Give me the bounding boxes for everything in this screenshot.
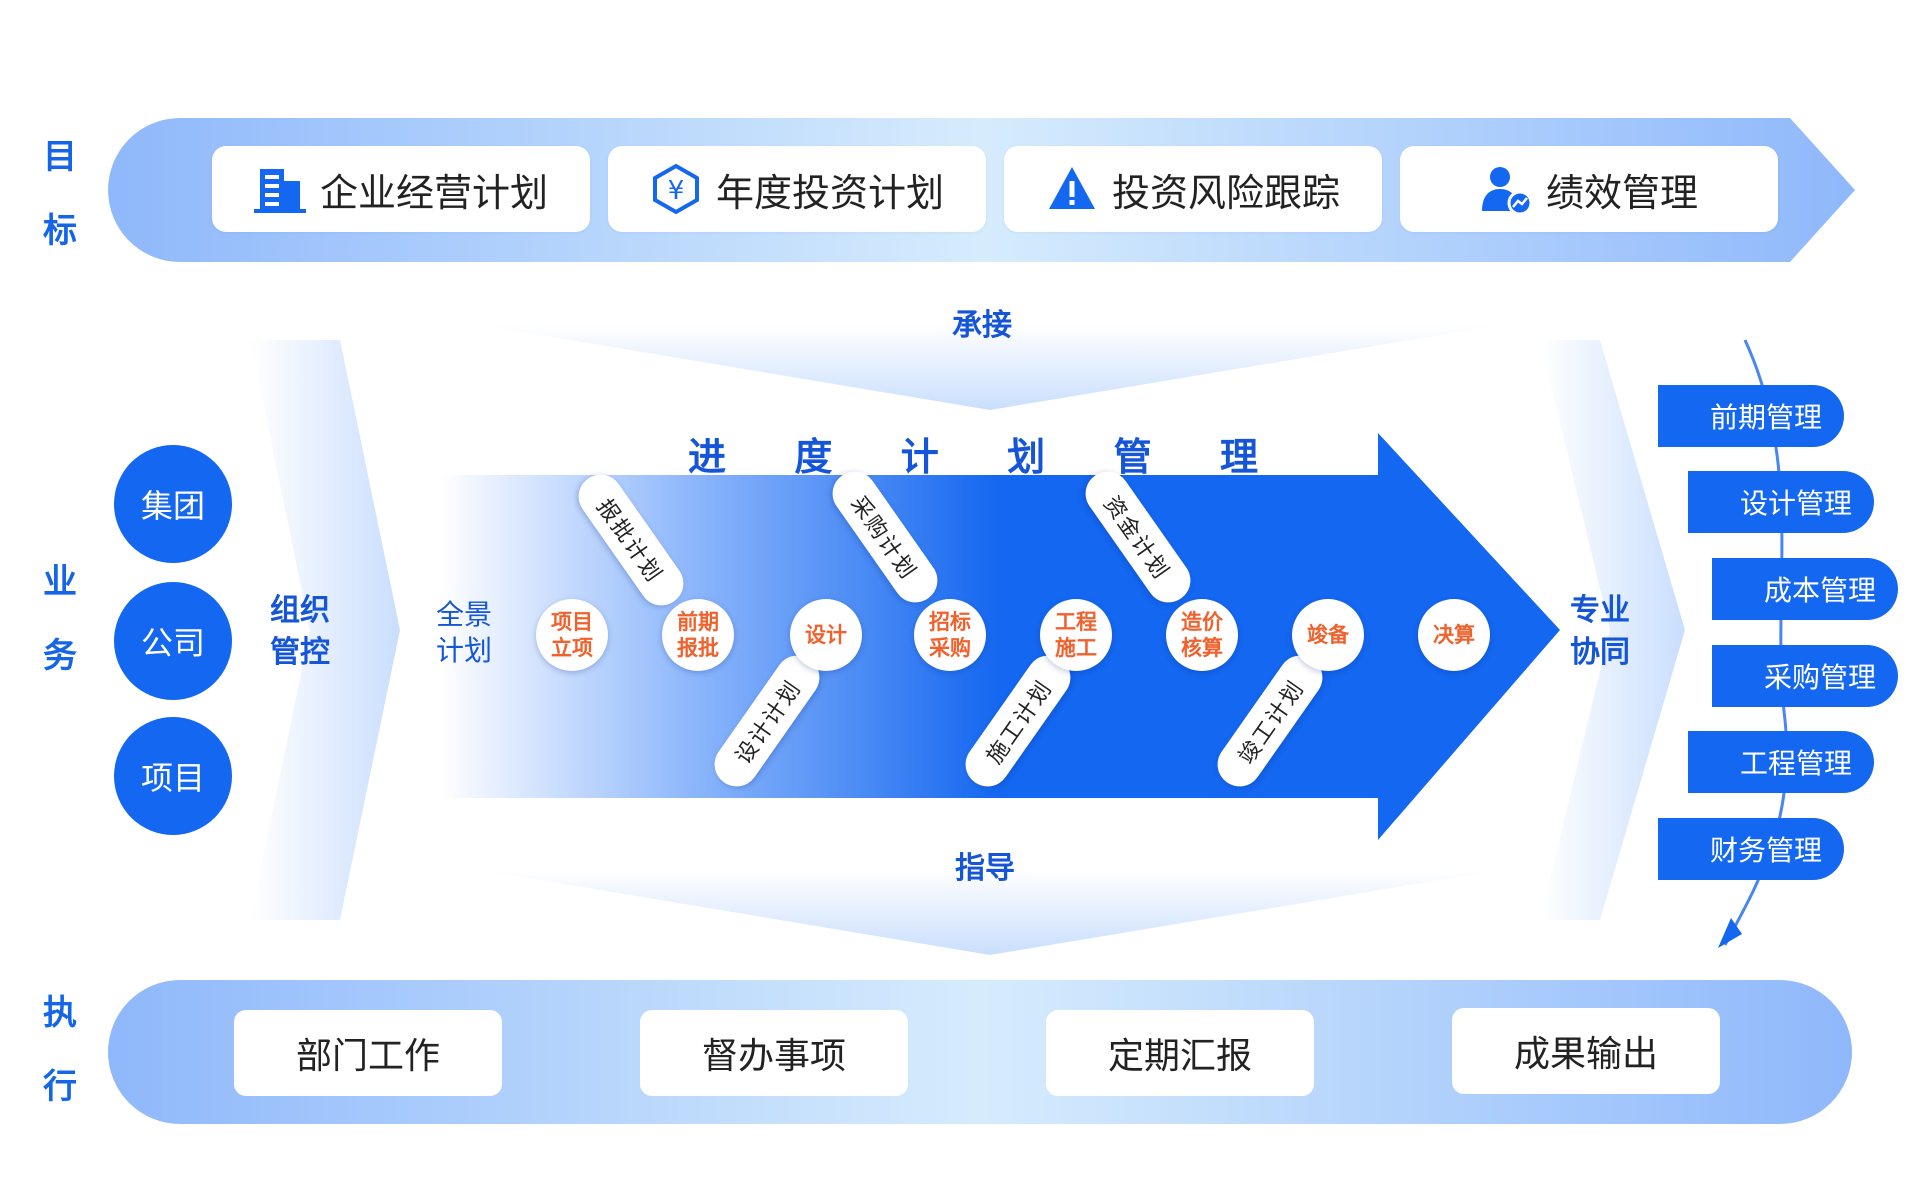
process-title-char: 计 <box>900 435 939 479</box>
exec-card-output[interactable]: 成果输出 <box>1452 1008 1720 1094</box>
inherit-funnel <box>480 325 1500 410</box>
process-title-char: 度 <box>794 435 833 479</box>
goal-card-annual-investment[interactable]: ¥ 年度投资计划 <box>608 146 986 232</box>
exec-card-department-work[interactable]: 部门工作 <box>234 1010 502 1096</box>
milestone-design[interactable]: 设计 <box>790 599 862 671</box>
execution-band <box>108 980 1852 1124</box>
goal-label-char-2: 标 <box>43 211 77 251</box>
guide-funnel <box>480 870 1500 955</box>
business-label-char-1: 业 <box>43 562 77 602</box>
goal-card-business-plan[interactable]: 企业经营计划 <box>212 146 590 232</box>
specialty-design[interactable]: 设计管理 <box>1688 471 1874 533</box>
process-title-char: 理 <box>1219 435 1258 479</box>
milestone-final-accounts[interactable]: 决算 <box>1418 599 1490 671</box>
svg-text:¥: ¥ <box>668 176 685 206</box>
level-project[interactable]: 项目 <box>114 717 232 835</box>
warning-icon <box>1048 167 1095 209</box>
exec-card-periodic-report[interactable]: 定期汇报 <box>1046 1010 1314 1096</box>
exec-card-supervision[interactable]: 督办事项 <box>640 1010 908 1096</box>
level-company[interactable]: 公司 <box>114 582 232 700</box>
process-title-char: 管 <box>1113 435 1152 479</box>
milestone-cost-accounting[interactable]: 造价 核算 <box>1166 599 1238 671</box>
goal-card-label: 投资风险跟踪 <box>1111 170 1340 215</box>
execution-label-char-2: 行 <box>43 1067 77 1107</box>
specialty-pre-project[interactable]: 前期管理 <box>1658 385 1844 447</box>
yen-hexagon-icon: ¥ <box>652 163 699 215</box>
specialty-finance[interactable]: 财务管理 <box>1658 818 1844 880</box>
specialty-cost[interactable]: 成本管理 <box>1712 558 1898 620</box>
milestone-bidding[interactable]: 招标 采购 <box>914 599 986 671</box>
org-control-label: 组织 管控 <box>270 593 330 670</box>
inherit-label: 承接 <box>952 308 1012 343</box>
goal-card-performance[interactable]: 绩效管理 <box>1400 146 1778 232</box>
business-label: 业 务 <box>30 545 90 693</box>
execution-label-char-1: 执 <box>43 993 77 1033</box>
building-icon <box>253 169 306 213</box>
panorama-plan-label: 全景 计划 <box>436 598 493 667</box>
process-title-char: 进 <box>688 435 727 479</box>
flow-arrowhead <box>1718 918 1742 948</box>
process-title: 进 度 计 划 管 理 <box>688 426 1258 481</box>
goal-card-label: 企业经营计划 <box>319 170 548 215</box>
specialty-engineering[interactable]: 工程管理 <box>1688 731 1874 793</box>
user-chart-icon <box>1481 167 1532 215</box>
right-chevron <box>1540 340 1685 920</box>
collab-label: 专业 协同 <box>1570 593 1630 670</box>
left-chevron <box>250 340 400 920</box>
process-title-char: 划 <box>1007 435 1046 479</box>
level-group[interactable]: 集团 <box>114 445 232 563</box>
milestone-pre-approval[interactable]: 前期 报批 <box>662 599 734 671</box>
guide-label: 指导 <box>955 851 1015 886</box>
business-label-char-2: 务 <box>43 636 77 676</box>
goal-label-char-1: 目 <box>43 137 77 177</box>
milestone-project-initiation[interactable]: 项目 立项 <box>536 599 608 671</box>
goal-card-label: 年度投资计划 <box>715 170 944 215</box>
specialty-procurement[interactable]: 采购管理 <box>1712 645 1898 707</box>
milestone-construction[interactable]: 工程 施工 <box>1040 599 1112 671</box>
milestone-completion-filing[interactable]: 竣备 <box>1292 599 1364 671</box>
goal-card-label: 绩效管理 <box>1545 170 1698 215</box>
execution-label: 执 行 <box>30 976 90 1124</box>
goal-card-risk-tracking[interactable]: 投资风险跟踪 <box>1004 146 1382 232</box>
goal-label: 目 标 <box>30 120 90 268</box>
